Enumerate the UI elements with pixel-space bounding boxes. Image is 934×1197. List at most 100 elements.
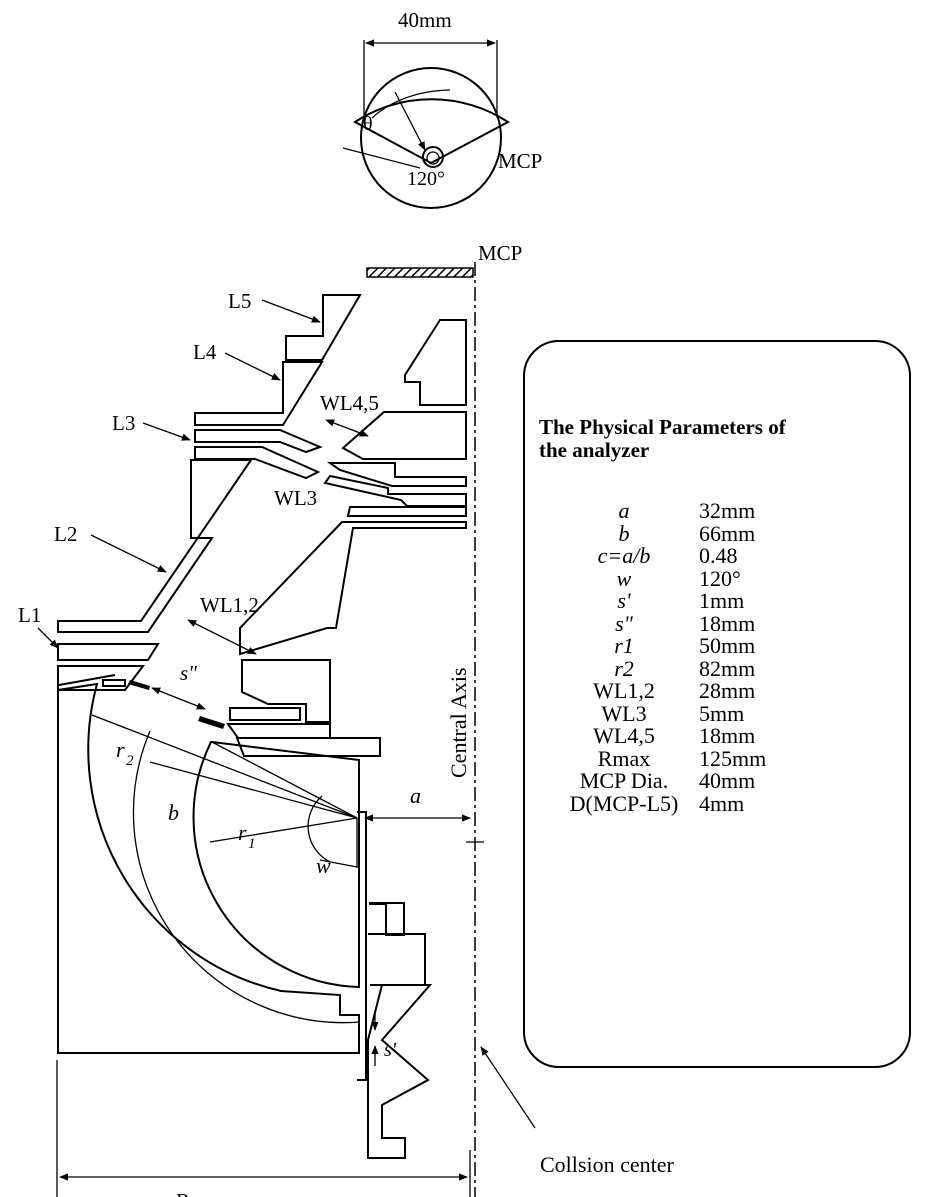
electrode-l1-lower: [57, 665, 145, 691]
label-wl12: WL1,2: [200, 593, 259, 617]
angle-leader: [342, 147, 421, 169]
label-r1: r: [238, 820, 247, 845]
parameter-row: MCP Dia. 40mm: [555, 768, 766, 793]
parameter-symbol: WL4,5: [593, 723, 655, 748]
radius-arrow: [394, 91, 426, 151]
parameter-symbol: s": [615, 610, 633, 636]
electrode-l3-upper: [194, 429, 323, 454]
label-r1-sub: 1: [248, 836, 256, 852]
parameter-symbol: Rmax: [597, 745, 651, 771]
parameter-value: 50mm: [699, 633, 756, 658]
angle-w-leader: [319, 859, 358, 868]
parameter-symbol: s': [617, 588, 631, 613]
electrode-inner-l5: [404, 319, 467, 406]
parameter-row: c=a/b 0.48: [555, 543, 766, 568]
radius-r2: [91, 714, 358, 819]
parameter-symbol: MCP Dia.: [579, 768, 669, 793]
parameter-row: a 32mm: [555, 498, 766, 523]
label-l5: L5: [228, 289, 251, 313]
parameter-value: 40mm: [699, 768, 756, 793]
parameter-row: D(MCP-L5)4mm: [555, 790, 766, 816]
sector-120: [353, 98, 510, 165]
parameter-symbol: WL1,2: [593, 678, 655, 703]
parameter-row: w 120°: [555, 565, 766, 591]
parameter-symbol: c=a/b: [597, 543, 651, 568]
parameter-value: 66mm: [699, 520, 756, 546]
electrode-inner-l1: [241, 659, 331, 723]
label-r2: r: [116, 737, 125, 762]
parameter-value: 125mm: [699, 745, 767, 771]
electrode-l4: [194, 361, 324, 426]
dim-wl45: [325, 419, 369, 437]
parameter-value: 120°: [699, 565, 741, 591]
electrode-inner-plate: [346, 506, 467, 517]
angle-label-120: 120°: [407, 168, 445, 190]
parameter-symbol: r2: [614, 655, 634, 681]
parameter-row: s" 18mm: [555, 610, 766, 636]
parameter-value: 0.48: [699, 543, 738, 568]
section-view: MCP Central Axis: [18, 241, 674, 1197]
center-circle-outer: [422, 146, 444, 168]
electrode-inner-base2: [226, 723, 331, 739]
parameter-symbol: r1: [614, 633, 634, 658]
label-wl3: WL3: [274, 486, 317, 510]
parameter-row: WL3 5mm: [555, 700, 766, 726]
theta-arc: [371, 89, 451, 119]
electrode-l1-upper: [57, 643, 160, 661]
mcp-label-top: MCP: [498, 149, 542, 173]
mcp-circle: [360, 67, 502, 209]
dim-s-double: [151, 687, 206, 710]
label-s-double: s": [180, 661, 197, 685]
label-r2-sub: 2: [126, 753, 134, 769]
parameter-value: 1mm: [699, 588, 745, 613]
leader-l5: [261, 299, 321, 323]
parameters-title-line2: the analyzer: [539, 438, 650, 462]
exit-electrode-1: [369, 902, 405, 936]
s-prime-label: s': [384, 1039, 397, 1061]
electrode-inner-l3: [326, 462, 467, 487]
label-b: b: [168, 800, 179, 825]
radius-r1: [209, 817, 358, 843]
theta-label: θ: [363, 113, 373, 135]
electrode-inner-base: [229, 707, 301, 721]
dimension-label-40mm: 40mm: [398, 8, 452, 32]
rmax-label: Rmax: [176, 1189, 227, 1197]
inner-hemisphere: [192, 741, 360, 989]
label-l2: L2: [54, 522, 77, 546]
angle-w-arc: [307, 795, 331, 863]
dim-wl12: [187, 619, 257, 655]
mean-path-arc: [132, 730, 361, 1024]
leader-l1: [37, 627, 59, 649]
electrode-inner-bottom: [235, 737, 381, 757]
parameters-title: The Physical Parameters of the analyzer: [539, 416, 899, 462]
parameter-row: Rmax 125mm: [555, 745, 767, 771]
electrode-l1-tip: [102, 679, 126, 687]
parameter-value: 18mm: [699, 610, 756, 636]
leader-l3: [142, 422, 191, 441]
parameter-row: s' 1mm: [555, 588, 766, 613]
leader-l2: [90, 534, 167, 573]
label-wl45: WL4,5: [320, 391, 379, 415]
parameter-symbol: D(MCP-L5): [569, 790, 679, 816]
collision-center-label: Collsion center: [540, 1152, 674, 1177]
electrode-inner-l2: [239, 521, 467, 656]
parameter-row: r1 50mm: [555, 633, 766, 658]
parameter-symbol: w: [616, 565, 632, 591]
slit-mark-1: [128, 680, 150, 690]
label-l3: L3: [112, 411, 135, 435]
parameter-value: 5mm: [699, 700, 745, 726]
exit-electrode-3: [367, 984, 433, 1159]
parameter-symbol: a: [618, 498, 630, 523]
mcp-plate: [366, 267, 474, 278]
parameter-value: 32mm: [699, 498, 756, 523]
outer-hemisphere: [57, 682, 360, 1054]
parameter-symbol: WL3: [601, 700, 647, 726]
electrode-l3-lower: [194, 446, 321, 480]
label-a: a: [410, 783, 421, 808]
leader-collision-center: [480, 1046, 536, 1129]
